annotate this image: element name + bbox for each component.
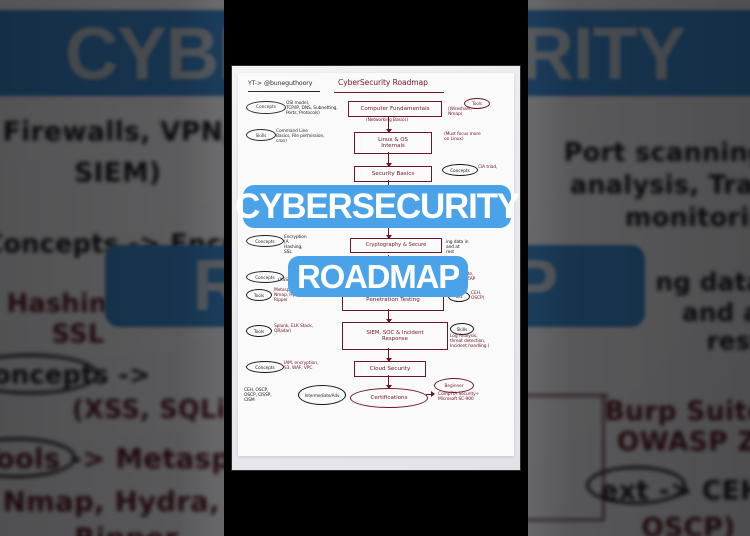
bg-note: ng data in <box>655 268 750 297</box>
page-title: CyberSecurity Roadmap <box>338 78 428 87</box>
arrow-7 <box>385 348 393 362</box>
bg-note: Ripper <box>74 523 178 536</box>
bg-note: rest <box>706 327 750 356</box>
node-cryptography: Cryptography & Secure <box>350 238 442 253</box>
arrow-cert-right <box>426 390 435 399</box>
arrow-6 <box>385 309 393 323</box>
tag-concepts-2: Concepts <box>442 164 478 176</box>
annotation-right-7: CEH, OSCP) <box>471 291 485 301</box>
node-linux-os: Linux & OS Internals <box>354 132 432 154</box>
pillarbox-left <box>224 0 233 536</box>
header-underline <box>248 91 320 92</box>
bg-oval-shape <box>586 465 687 505</box>
annotation-left-4: Encryption (A Hashing, SSL <box>284 235 307 255</box>
annotation-right-3: CIA triad, <box>478 165 498 170</box>
overlay-title-line2: ROADMAP <box>288 256 468 297</box>
yt-handle-text: YT-> @buneguthoory <box>248 80 313 87</box>
node-security-basics: Security Basics <box>354 166 432 182</box>
arrow-2 <box>385 152 393 167</box>
pillarbox-right <box>518 0 528 536</box>
tag-beginner: Beginner <box>434 378 474 393</box>
bg-note: OWASP ZAP <box>616 427 750 458</box>
arrow-8 <box>385 375 393 389</box>
bg-note: OSCP) <box>641 512 736 536</box>
title-underline <box>334 92 444 93</box>
bg-note: SIEM) <box>74 157 162 189</box>
bg-oval-shape <box>0 437 77 479</box>
letterbox-top <box>224 0 528 66</box>
tag-concepts-4: Concepts <box>246 271 284 283</box>
annotation-right-9: CompTIA Security+ Microsoft SC-900 <box>438 392 480 402</box>
node-siem-soc: SIEM, SOC & Incident Response <box>342 322 448 350</box>
annotation-left-7: Splunk, ELK Stack, QRadar) <box>274 324 313 334</box>
tag-tools-2: Tools <box>246 289 272 301</box>
letterbox-bottom <box>224 470 528 536</box>
node-cloud-security: Cloud Security <box>354 361 426 377</box>
annotation-left-2: Command Line Basics, File permission, cr… <box>276 129 325 144</box>
bg-note: Burp Suite, <box>604 396 750 428</box>
overlay-title-line1: CYBERSECURITY <box>235 185 520 228</box>
annotation-left-9: CEH, OSCP, OSCP, CISSP, CISM <box>244 388 272 403</box>
annotation-right-2: (Must focus more on Linux) <box>444 132 481 142</box>
tag-concepts-5: Concepts <box>246 361 284 373</box>
bg-line-shape <box>510 394 609 397</box>
bg-oval-shape <box>0 353 99 395</box>
arrow-4 <box>385 224 393 239</box>
tag-skills-1: Skills <box>246 129 276 141</box>
tag-intermediate-adv: Intermediate/Adv <box>298 385 346 405</box>
bg-note: Port scanning, packet <box>563 137 750 168</box>
bg-note: analysis, Traffic <box>569 170 750 200</box>
annotation-left-8: IAM, encryption, S3, WAF, VPC <box>284 361 319 371</box>
tag-tools-3: Tools <box>246 325 272 337</box>
bg-note: and at <box>682 298 750 328</box>
annotation-right-8: Log Analysis, threat detection, Incident… <box>450 334 490 349</box>
annotation-right-1: (Wireshark, Nmap) <box>448 107 472 117</box>
bg-note: SSL <box>51 319 105 349</box>
annotation-right-5: ing data in and at rest <box>446 240 469 255</box>
node-computer-fundamentals: Computer Fundamentals <box>348 101 442 117</box>
annotation-left-1: OSI model, TCP/IP, DNS, Subnetting, Port… <box>286 101 338 116</box>
node-networking-basics: (Networking Basics) <box>366 118 408 123</box>
arrow-1 <box>385 116 393 133</box>
node-certifications: Certifications <box>350 388 428 408</box>
tag-tools-1: Tools <box>464 98 490 109</box>
tag-concepts-1: Concepts <box>246 101 286 114</box>
tag-skills-2: Skills <box>450 323 474 335</box>
tag-concepts-3: Concepts <box>246 235 284 247</box>
